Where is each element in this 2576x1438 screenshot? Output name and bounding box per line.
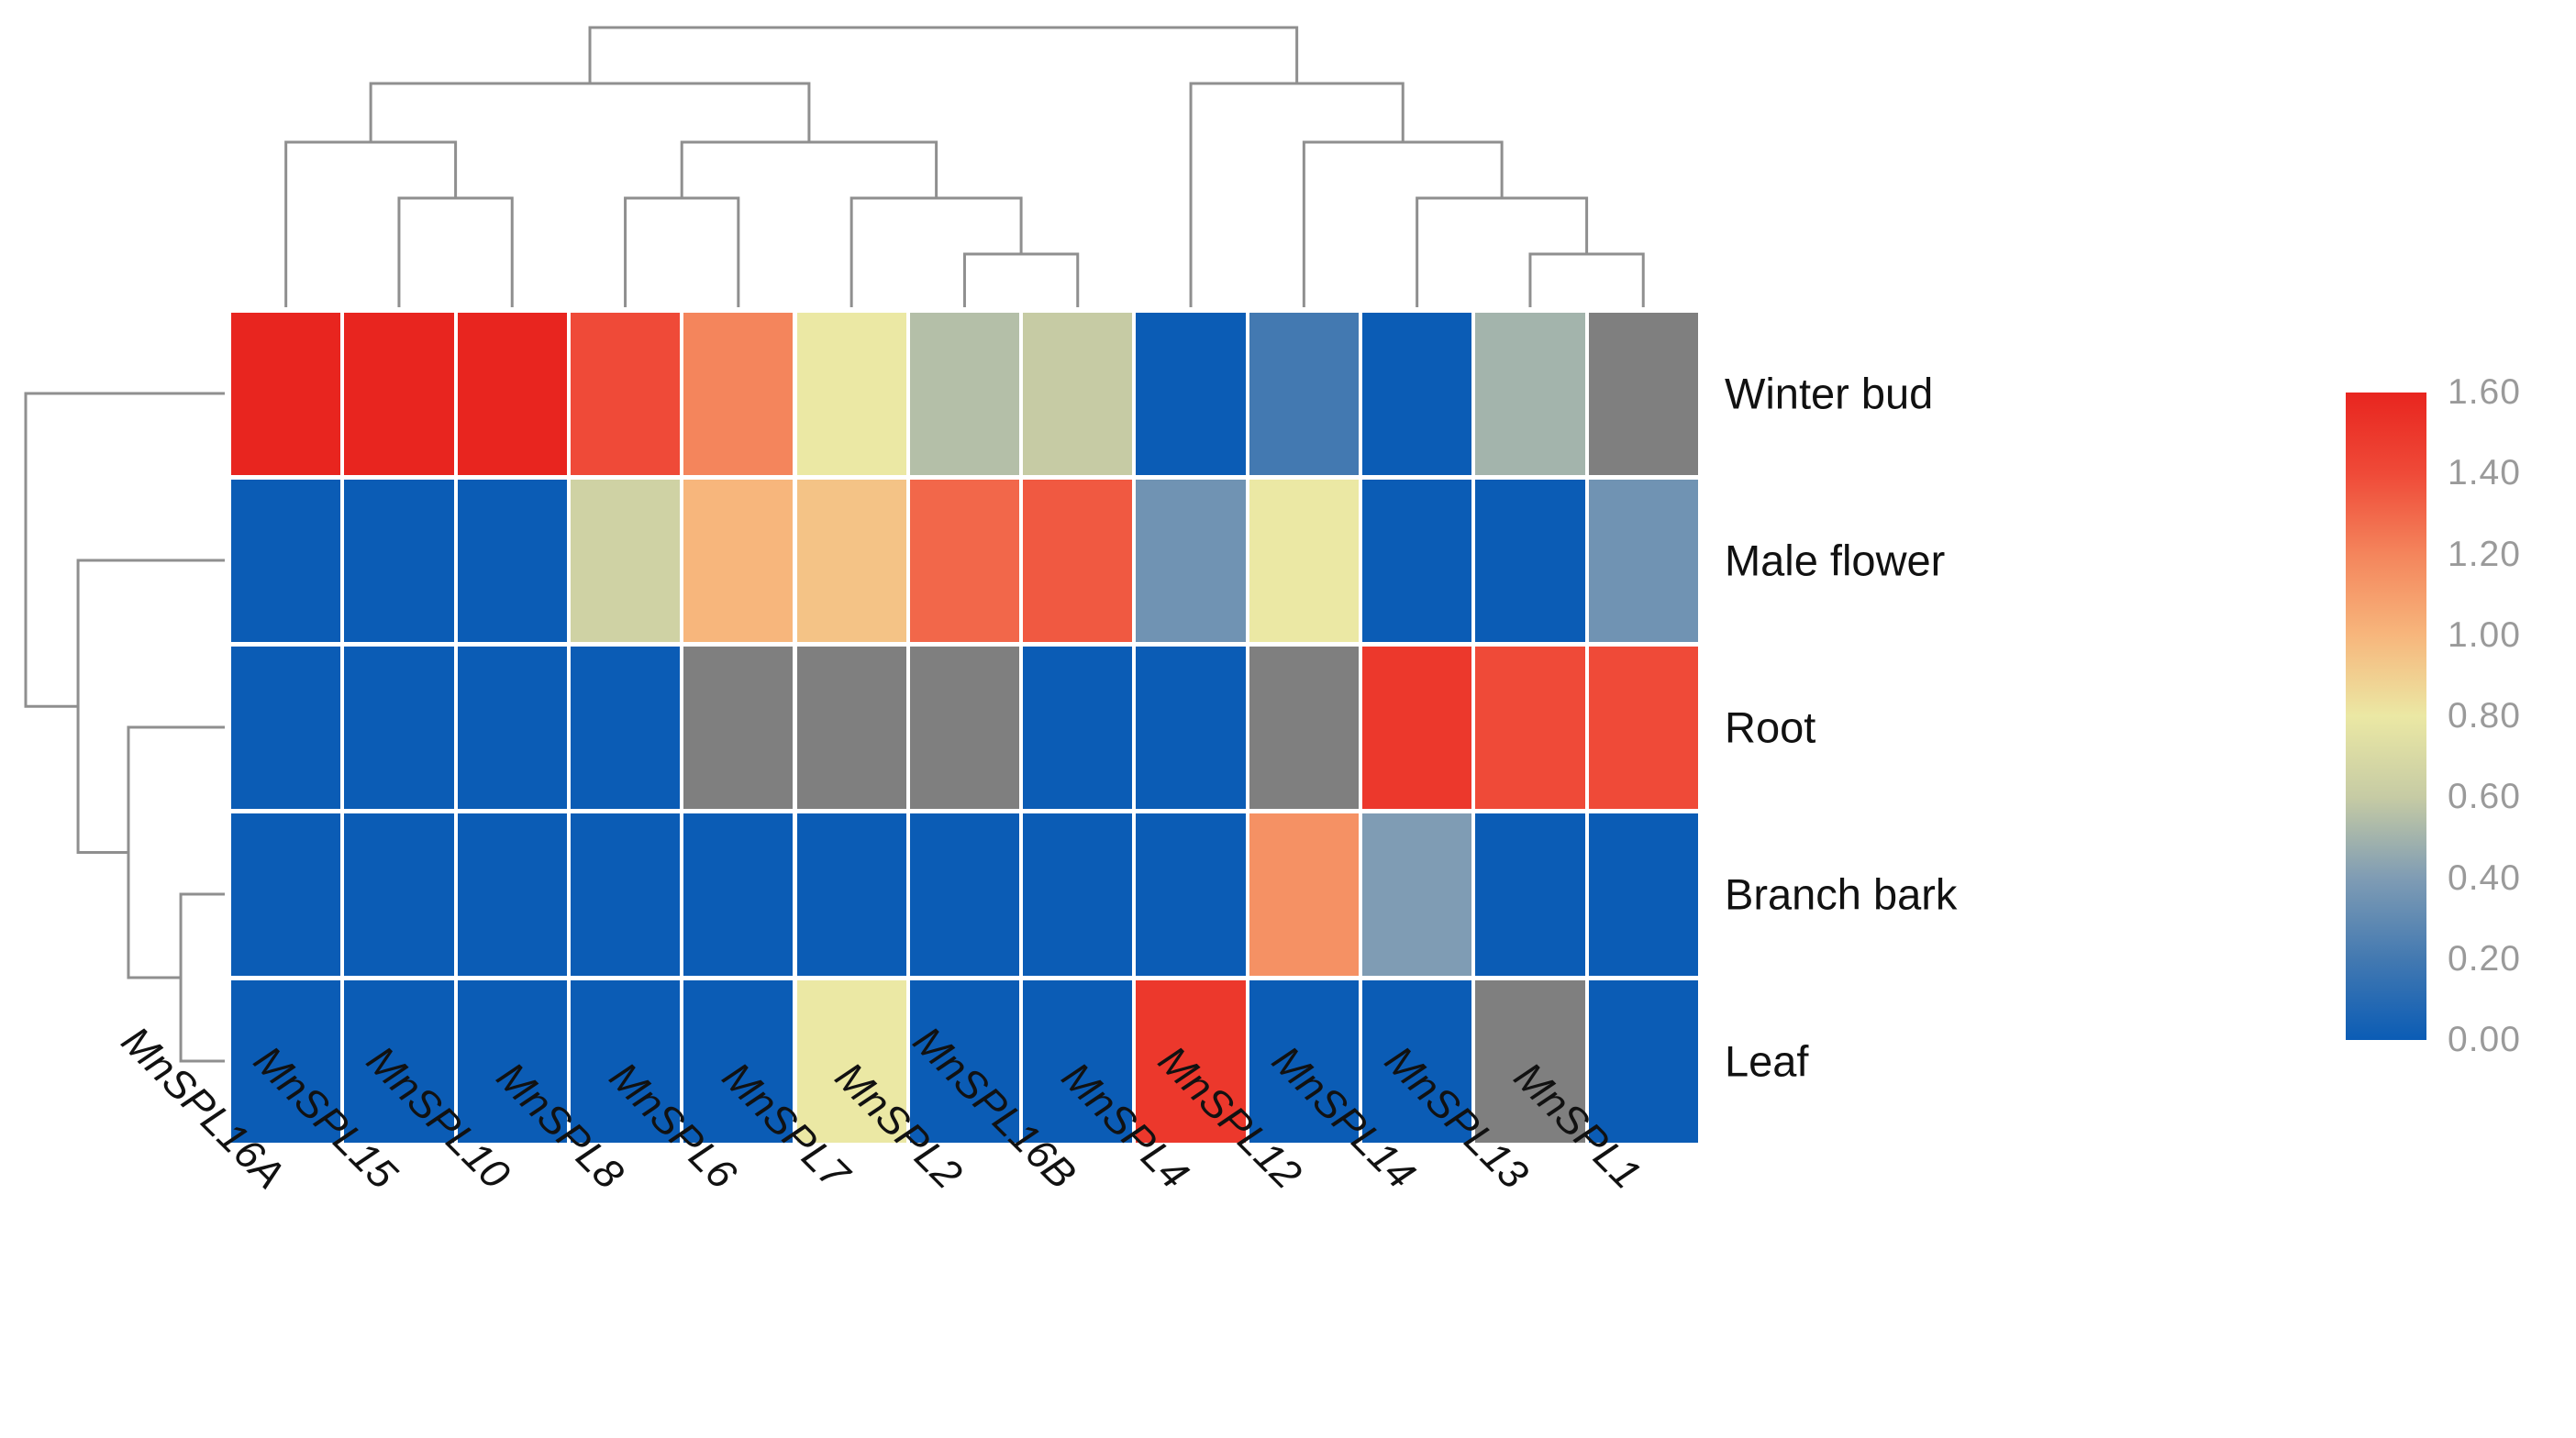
heatmap-cell — [1475, 646, 1585, 809]
heatmap-cell — [1249, 813, 1359, 976]
heatmap-cell — [231, 312, 341, 475]
dendrogram-branch — [1528, 252, 1645, 307]
dendrogram-branch — [680, 140, 938, 199]
heatmap-cell — [344, 979, 454, 1143]
dendrogram-branch — [1302, 140, 1504, 307]
heatmap-cell — [683, 979, 794, 1143]
dendrogram-branch — [1416, 196, 1589, 307]
heatmap-cell — [1136, 813, 1246, 976]
heatmap-cell — [1588, 813, 1698, 976]
heatmap-cell — [231, 646, 341, 809]
heatmap-cell — [1588, 979, 1698, 1143]
dendrogram-branch — [1189, 82, 1405, 307]
heatmap-cell — [457, 813, 567, 976]
legend-tick-label: 0.80 — [2448, 696, 2521, 736]
heatmap-cell — [1588, 312, 1698, 475]
heatmap-cell — [570, 979, 681, 1143]
dendrogram-branch — [624, 196, 740, 307]
heatmap-cell — [1136, 646, 1246, 809]
legend-tick-label: 1.60 — [2448, 372, 2521, 412]
heatmap-cell — [1362, 646, 1472, 809]
heatmap-cell — [1023, 312, 1133, 475]
dendrogram-branch — [849, 196, 1023, 307]
heatmap-cell — [1136, 479, 1246, 642]
heatmap-cell — [683, 646, 794, 809]
heatmap-cell — [344, 813, 454, 976]
legend-tick-label: 0.00 — [2448, 1020, 2521, 1059]
heatmap-cell — [1475, 813, 1585, 976]
heatmap-cell — [1362, 312, 1472, 475]
heatmap-cell — [796, 312, 906, 475]
heatmap-cell — [683, 312, 794, 475]
heatmap-cell — [570, 646, 681, 809]
row-label: Leaf — [1725, 1036, 1809, 1086]
heatmap-cell — [570, 479, 681, 642]
heatmap-cell — [909, 813, 1020, 976]
heatmap-cell — [796, 646, 906, 809]
heatmap-cell — [231, 979, 341, 1143]
heatmap-cell — [457, 479, 567, 642]
heatmap-cell — [570, 312, 681, 475]
row-label: Winter bud — [1725, 369, 1934, 418]
heatmap-cell — [570, 813, 681, 976]
heatmap-cell — [1136, 979, 1246, 1143]
dendrogram-branch — [588, 26, 1299, 83]
heatmap-cell — [1136, 312, 1246, 475]
heatmap-cell — [231, 479, 341, 642]
heatmap-cell — [683, 813, 794, 976]
heatmap-cell — [457, 646, 567, 809]
row-label: Branch bark — [1725, 869, 1958, 919]
legend-tick-label: 0.20 — [2448, 938, 2521, 979]
heatmap-cell — [1475, 312, 1585, 475]
legend-tick-label: 1.40 — [2448, 453, 2521, 493]
heatmap-cell — [1588, 479, 1698, 642]
heatmap-cell — [796, 979, 906, 1143]
legend-tick-label: 0.60 — [2448, 777, 2521, 817]
heatmap-cell — [1023, 646, 1133, 809]
heatmap-cell — [1362, 479, 1472, 642]
heatmap-cell — [231, 813, 341, 976]
heatmap-cell — [457, 312, 567, 475]
heatmap-cell — [1249, 312, 1359, 475]
legend-tick-label: 1.00 — [2448, 614, 2521, 655]
heatmap-cell — [1249, 479, 1359, 642]
heatmap-cell — [344, 479, 454, 642]
heatmap-cell — [909, 646, 1020, 809]
dendrogram-branch — [962, 252, 1080, 307]
row-label: Male flower — [1725, 536, 1946, 585]
legend-tick-label: 0.40 — [2448, 857, 2521, 898]
heatmap-cell — [1023, 979, 1133, 1143]
heatmap-cell — [909, 979, 1020, 1143]
heatmap-cell — [909, 312, 1020, 475]
heatmap-cell — [1362, 979, 1472, 1143]
row-label: Root — [1725, 702, 1816, 752]
heatmap-cell — [1362, 813, 1472, 976]
heatmap-cell — [1249, 646, 1359, 809]
legend-tick-label: 1.20 — [2448, 534, 2521, 574]
heatmap-cell — [1023, 813, 1133, 976]
heatmap-cell — [796, 479, 906, 642]
dendrogram-branch — [284, 140, 458, 307]
heatmap-cell — [909, 479, 1020, 642]
dendrogram-branch — [24, 392, 225, 708]
heatmap-cell — [1588, 646, 1698, 809]
heatmap-cell — [1475, 979, 1585, 1143]
heatmap-cell — [344, 312, 454, 475]
heatmap-cell — [796, 813, 906, 976]
dendrogram-branch — [397, 196, 514, 307]
heatmap-cell — [1023, 479, 1133, 642]
heatmap-cell — [1475, 479, 1585, 642]
heatmap-cell — [683, 479, 794, 642]
dendrogram-branch — [369, 82, 811, 143]
color-scale-legend-bar — [2346, 393, 2426, 1040]
heatmap-cell — [1249, 979, 1359, 1143]
heatmap-cell — [457, 979, 567, 1143]
heatmap-cell — [344, 646, 454, 809]
